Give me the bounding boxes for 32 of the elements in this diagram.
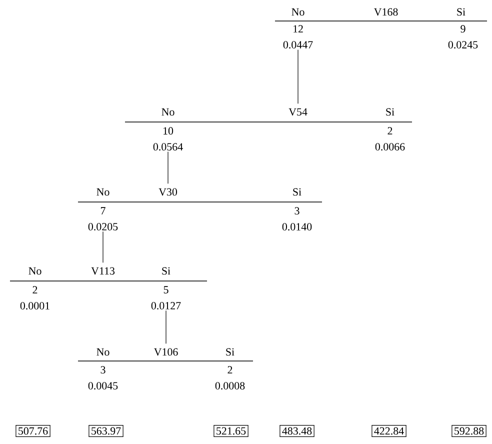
branch-label: No (96, 188, 110, 196)
branch-label: Si (457, 8, 466, 16)
variable-label: V106 (154, 348, 178, 356)
branch-label: Si (386, 108, 394, 116)
branch-label: Si (226, 348, 234, 356)
node-stats: 2 0.0066 (375, 127, 405, 151)
branch-label: No (28, 267, 42, 275)
variable-label: V168 (374, 8, 398, 16)
branch-label: No (292, 8, 304, 16)
leaf-value-box: 563.97 (88, 425, 124, 437)
node-stats: 3 0.0140 (282, 207, 312, 231)
leaf-value-box: 422.84 (372, 424, 406, 437)
leaf-value-box: 592.88 (452, 424, 486, 437)
connector-line (102, 231, 104, 263)
branch-label: No (162, 108, 174, 116)
node-stats: 5 0.0127 (151, 286, 181, 310)
node-stats: 3 0.0045 (88, 366, 118, 390)
branch-label: Si (162, 267, 170, 275)
leaf-value-box: 521.65 (214, 425, 248, 437)
node-stats: 10 0.0564 (153, 127, 183, 151)
branch-label: No (96, 348, 110, 356)
variable-label: V54 (288, 108, 308, 116)
node-stats: 2 0.0008 (215, 366, 245, 390)
variable-label: V30 (158, 188, 178, 196)
node-stats: 12 0.0447 (283, 25, 313, 49)
branch-label: Si (293, 188, 302, 196)
node-stats: 9 0.0245 (448, 25, 478, 49)
leaf-value-box: 483.48 (280, 424, 314, 437)
variable-label: V113 (91, 267, 115, 275)
leaf-value-box: 507.76 (16, 424, 50, 437)
node-stats: 7 0.0205 (88, 207, 118, 230)
node-stats: 2 0.0001 (20, 286, 50, 310)
